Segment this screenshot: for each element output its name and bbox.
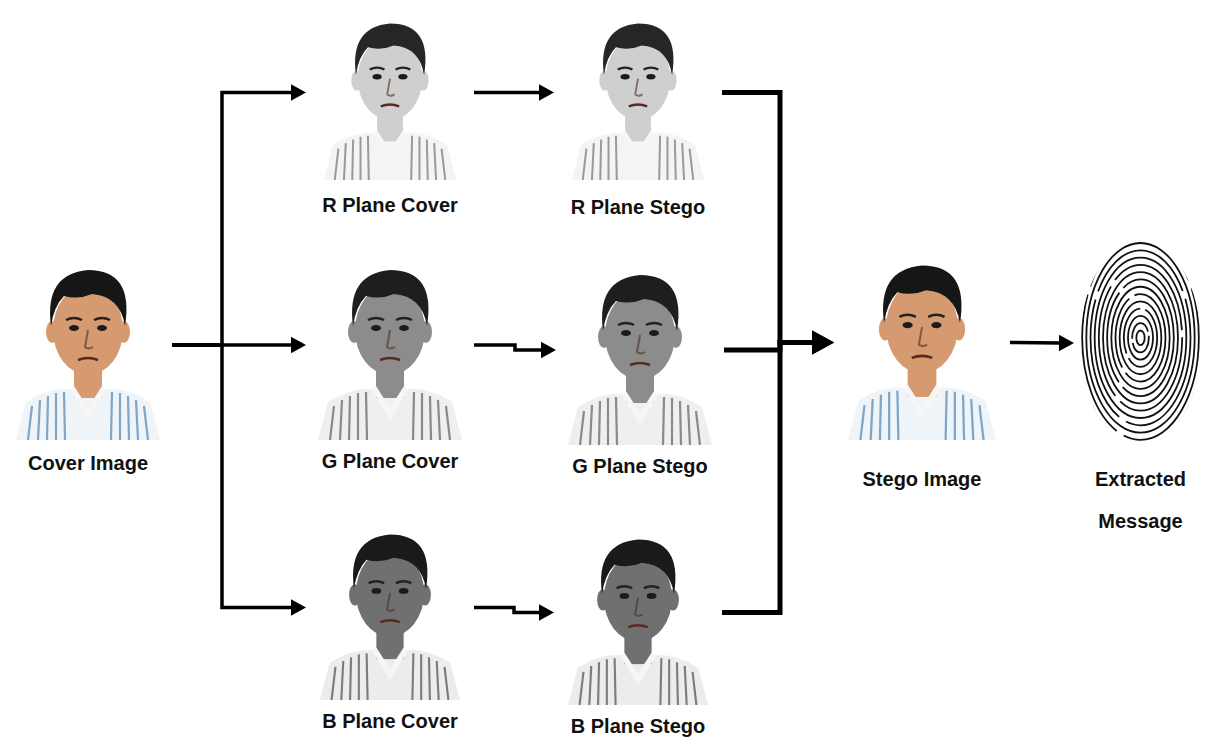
face-photo xyxy=(310,250,470,440)
arrow-head xyxy=(812,330,834,354)
flow-arrow xyxy=(172,345,306,616)
connector-line xyxy=(172,345,293,608)
image-panel: B Plane Cover xyxy=(310,515,470,740)
arrow-head xyxy=(812,330,834,354)
connector-line xyxy=(474,91,541,95)
image-caption: B Plane Stego xyxy=(571,707,705,742)
flow-arrow xyxy=(172,84,306,345)
fingerprint-image xyxy=(1078,238,1203,448)
image-panel: R Plane Stego xyxy=(558,5,718,226)
flow-arrow xyxy=(722,330,834,612)
image-caption: R Plane Stego xyxy=(571,188,705,226)
connector-line xyxy=(172,93,293,346)
flow-arrow xyxy=(474,84,554,101)
connector-line xyxy=(474,608,541,613)
arrow-head xyxy=(291,599,306,616)
connector-line xyxy=(722,93,814,343)
face-photo xyxy=(310,515,470,700)
flow-arrow xyxy=(474,342,556,359)
connector-line xyxy=(474,345,543,350)
image-panel: G Plane Stego xyxy=(560,255,720,485)
face-photo xyxy=(558,520,718,705)
arrow-head xyxy=(1059,335,1074,351)
image-caption: Stego Image xyxy=(863,460,982,498)
face-photo xyxy=(558,5,718,180)
arrow-head xyxy=(541,342,556,359)
image-caption: R Plane Cover xyxy=(322,186,458,224)
face-photo xyxy=(8,250,168,440)
flow-arrow xyxy=(722,93,834,355)
image-caption: Extracted Message xyxy=(1085,458,1197,542)
image-panel: G Plane Cover xyxy=(310,250,470,480)
face-photo xyxy=(838,245,1006,440)
image-caption: Cover Image xyxy=(28,444,148,482)
arrow-head xyxy=(812,330,834,354)
image-caption: G Plane Stego xyxy=(572,447,708,485)
connector-line xyxy=(722,343,814,613)
arrow-head xyxy=(291,337,306,354)
image-caption: G Plane Cover xyxy=(322,442,459,480)
connector-line xyxy=(1010,341,1061,345)
image-panel: B Plane Stego xyxy=(558,520,718,742)
image-panel: R Plane Cover xyxy=(310,5,470,224)
arrow-head xyxy=(291,84,306,101)
flow-arrow xyxy=(474,604,554,621)
image-panel: Stego Image xyxy=(838,245,1006,498)
arrow-head xyxy=(539,84,554,101)
flow-arrow xyxy=(1010,335,1074,351)
face-photo xyxy=(310,5,470,180)
image-caption: B Plane Cover xyxy=(322,702,458,740)
face-photo xyxy=(560,255,720,445)
arrow-head xyxy=(539,604,554,621)
image-panel: Extracted Message xyxy=(1078,238,1203,542)
image-panel: Cover Image xyxy=(8,250,168,482)
